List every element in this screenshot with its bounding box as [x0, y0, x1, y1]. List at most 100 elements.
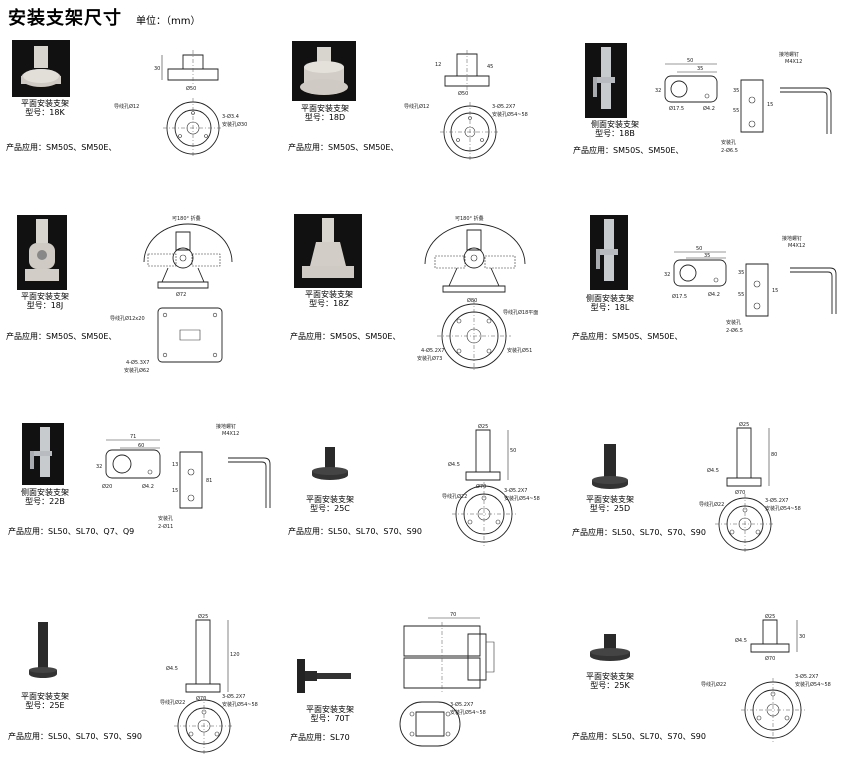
- svg-text:Ø4.5: Ø4.5: [448, 461, 460, 468]
- label-mount-hole: 安装孔Ø30: [222, 121, 247, 128]
- svg-text:50: 50: [696, 246, 702, 252]
- item-name: 侧面安装支架: [591, 120, 639, 129]
- label-holes-3b: 3-Ø5.2X7: [795, 673, 818, 680]
- label-holes-3b: 3-Ø5.2X7: [504, 487, 527, 494]
- item-name: 侧面安装支架: [586, 294, 634, 303]
- svg-text:70: 70: [450, 612, 456, 618]
- label-mount-62: 安装孔Ø62: [124, 367, 149, 374]
- label-mount-25: 安装孔Ø54~58: [765, 505, 801, 512]
- item-caption: 平面安装支架型号：18J: [0, 292, 90, 310]
- label-holes-11: 2-Ø11: [158, 523, 173, 530]
- label-holes-2: 2-Ø6.5: [721, 147, 738, 154]
- svg-text:Ø72: Ø72: [176, 291, 186, 298]
- item-caption: 平面安装支架型号：18D: [280, 104, 370, 122]
- label-holes-4b: 4-Ø5.2X7: [421, 347, 444, 354]
- label-mount-73: 安装孔Ø73: [417, 355, 442, 362]
- photo-22b: [22, 423, 64, 485]
- photo-18b: [585, 43, 627, 118]
- photo-25k: [588, 632, 632, 666]
- photo-18k: [12, 40, 70, 97]
- item-application: 产品应用：SL50、SL70、S70、S90: [572, 528, 706, 537]
- item-name: 侧面安装支架: [21, 488, 69, 497]
- label-mount-hole-b: 安装孔: [721, 139, 736, 146]
- item-name: 平面安装支架: [21, 292, 69, 301]
- svg-text:13: 13: [172, 462, 178, 468]
- item-caption: 平面安装支架型号：25E: [0, 692, 90, 710]
- svg-text:32: 32: [655, 88, 661, 94]
- photo-18d: [292, 41, 356, 101]
- item-model: 型号：25D: [589, 504, 631, 513]
- item-name: 平面安装支架: [21, 99, 69, 108]
- svg-text:120: 120: [230, 652, 240, 658]
- label-ground-screw: 接地螺钉: [779, 51, 799, 58]
- svg-text:35: 35: [704, 253, 710, 259]
- item-caption: 平面安装支架型号：70T: [285, 705, 375, 723]
- svg-text:Ø25: Ø25: [478, 423, 488, 430]
- svg-text:35: 35: [738, 270, 744, 276]
- svg-text:Ø50: Ø50: [458, 90, 468, 97]
- item-name: 平面安装支架: [586, 495, 634, 504]
- svg-text:Ø4.5: Ø4.5: [707, 467, 719, 474]
- drawing-18j: 可180° 折叠 Ø72 导线孔Ø12x20 4-Ø5.3X7 安装孔Ø62: [110, 215, 248, 374]
- item-caption: 侧面安装支架型号：18L: [565, 294, 655, 312]
- item-name: 平面安装支架: [21, 692, 69, 701]
- label-holes-3b: 3-Ø5.2X7: [450, 701, 473, 708]
- label-holes-4: 4-Ø5.3X7: [126, 359, 149, 366]
- item-model: 型号：18B: [595, 129, 635, 138]
- item-application: 产品应用：SM50S、SM50E、: [6, 332, 117, 341]
- label-tilt-2: 可180° 折叠: [455, 215, 484, 222]
- svg-text:12: 12: [435, 62, 441, 68]
- svg-text:32: 32: [664, 272, 670, 278]
- svg-text:Ø17.5: Ø17.5: [669, 105, 684, 112]
- label-mount-18d: 3-Ø5.2X7: [492, 103, 515, 110]
- label-mount-18d-b: 安装孔Ø54~58: [492, 111, 528, 118]
- label-mount-51: 安装孔Ø51: [507, 347, 532, 354]
- svg-text:50: 50: [687, 58, 693, 64]
- svg-text:Ø17.5: Ø17.5: [672, 293, 687, 300]
- label-rect-hole: 导线孔Ø12x20: [110, 315, 145, 322]
- photo-25e: [27, 620, 59, 682]
- svg-text:Ø25: Ø25: [765, 613, 775, 620]
- item-model: 型号：18J: [26, 301, 64, 310]
- item-model: 型号：25C: [310, 504, 350, 513]
- label-tilt: 可180° 折叠: [172, 215, 201, 222]
- photo-70t: [295, 655, 353, 697]
- item-application: 产品应用：SL50、SL70、S70、S90: [288, 527, 422, 536]
- item-application: 产品应用：SM50S、SM50E、: [572, 332, 683, 341]
- photo-18z: [294, 214, 362, 288]
- label-m4: M4X12: [788, 243, 805, 249]
- label-wire-18z: 导线孔Ø18平面: [503, 309, 538, 316]
- label-wire-25: 导线孔Ø22: [701, 681, 726, 688]
- item-application: 产品应用：SL50、SL70、S70、S90: [8, 732, 142, 741]
- svg-text:Ø20: Ø20: [102, 483, 112, 490]
- item-model: 型号：18K: [25, 108, 65, 117]
- svg-text:60: 60: [138, 443, 144, 449]
- label-mount-25: 安装孔Ø54~58: [504, 495, 540, 502]
- svg-text:Ø25: Ø25: [198, 613, 208, 620]
- item-name: 平面安装支架: [306, 495, 354, 504]
- item-application: 产品应用：SM50S、SM50E、: [288, 143, 399, 152]
- label-wire-25: 导线孔Ø22: [160, 699, 185, 706]
- svg-text:71: 71: [130, 434, 136, 440]
- label-wire-hole: 导线孔Ø12: [114, 103, 139, 110]
- svg-text:Ø50: Ø50: [186, 85, 196, 92]
- label-mount-25: 安装孔Ø54~58: [450, 709, 486, 716]
- svg-text:Ø4.2: Ø4.2: [142, 483, 154, 490]
- label-wire-25: 导线孔Ø22: [442, 493, 467, 500]
- label-holes-3b: 3-Ø5.2X7: [222, 693, 245, 700]
- item-model: 型号：18L: [590, 303, 630, 312]
- item-model: 型号：70T: [310, 714, 350, 723]
- label-m4: M4X12: [785, 59, 802, 65]
- drawing-18k: 30 Ø50 导线孔Ø12 3-Ø3.4 安装孔Ø30: [114, 50, 247, 165]
- svg-text:Ø4.2: Ø4.2: [708, 291, 720, 298]
- label-wire-25: 导线孔Ø22: [699, 501, 724, 508]
- page-title: 安装支架尺寸: [8, 8, 122, 29]
- svg-text:Ø25: Ø25: [739, 421, 749, 428]
- item-caption: 侧面安装支架型号：22B: [0, 488, 90, 506]
